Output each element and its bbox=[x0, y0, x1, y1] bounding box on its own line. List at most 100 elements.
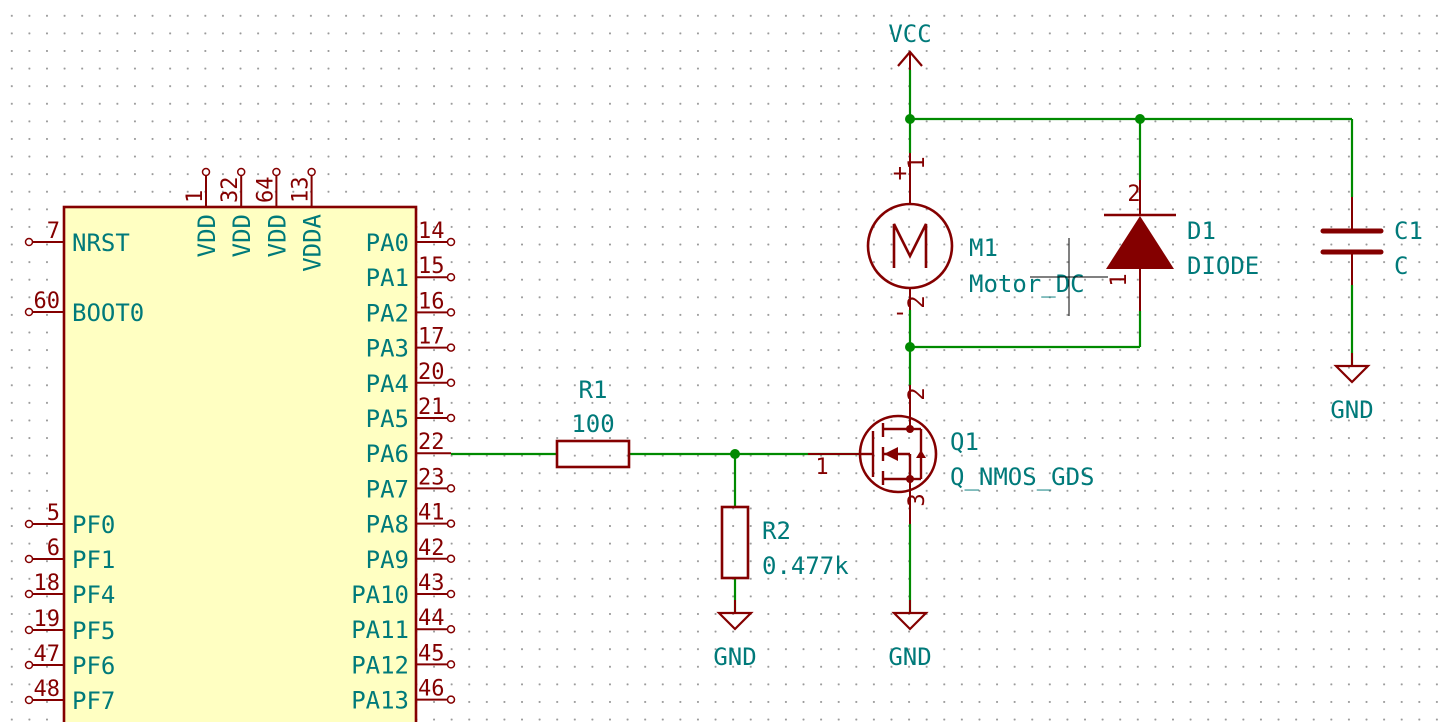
motor-m1[interactable]: + 1 - 2 M1 Motor_DC bbox=[866, 153, 1108, 326]
pin-number: 19 bbox=[34, 607, 61, 632]
pin-name: PF4 bbox=[72, 581, 115, 609]
junction-dot bbox=[905, 114, 915, 124]
pin-number: 43 bbox=[418, 571, 445, 596]
pin-name: VDD bbox=[193, 214, 221, 257]
pin-number: 17 bbox=[418, 325, 445, 350]
pin-name: PA9 bbox=[366, 546, 409, 574]
m1-pin-plus-number: 1 bbox=[905, 156, 930, 169]
mcu-symbol[interactable] bbox=[62, 205, 418, 722]
r1-value: 100 bbox=[571, 410, 614, 438]
pin-name: PA7 bbox=[366, 475, 409, 503]
gnd-triangle-icon bbox=[891, 611, 929, 631]
pin-number: 18 bbox=[34, 571, 61, 596]
pin-name: NRST bbox=[72, 229, 130, 257]
mcu-body bbox=[62, 205, 418, 722]
power-gnd-q1[interactable]: GND bbox=[888, 600, 932, 671]
resistor-r2[interactable]: R2 0.477k bbox=[720, 505, 849, 580]
pin-end-marker bbox=[24, 237, 34, 247]
mcu-left-pin-pf1[interactable]: 6 PF1 bbox=[24, 536, 116, 574]
pin-name: PF1 bbox=[72, 546, 115, 574]
m1-outline bbox=[866, 202, 954, 290]
d1-value: DIODE bbox=[1187, 252, 1259, 280]
r2-reference: R2 bbox=[762, 517, 791, 545]
pin-number: 1 bbox=[183, 190, 208, 203]
m1-minus-sign: - bbox=[893, 298, 907, 326]
d1-pin-anode-number: 1 bbox=[1107, 273, 1132, 286]
pin-end-marker bbox=[272, 167, 281, 177]
r2-value: 0.477k bbox=[762, 552, 849, 580]
gnd-label: GND bbox=[713, 643, 756, 671]
pin-number: 60 bbox=[34, 289, 61, 314]
mcu-left-pin-pf4[interactable]: 18 PF4 bbox=[24, 571, 116, 609]
junctions bbox=[730, 114, 1145, 459]
pin-end-marker bbox=[24, 625, 34, 635]
pin-end-marker bbox=[446, 484, 456, 493]
m1-reference: M1 bbox=[969, 234, 998, 262]
pin-end-marker bbox=[446, 589, 456, 599]
pin-number: 64 bbox=[253, 177, 278, 204]
pin-name: PA12 bbox=[351, 651, 409, 679]
pin-name: VDD bbox=[228, 214, 256, 257]
pin-name: BOOT0 bbox=[72, 299, 144, 327]
pin-number: 13 bbox=[289, 177, 314, 204]
junction-dot bbox=[1135, 114, 1145, 124]
pin-number: 21 bbox=[418, 395, 445, 420]
pin-number: 6 bbox=[47, 536, 60, 561]
pin-number: 20 bbox=[418, 360, 445, 385]
d1-reference: D1 bbox=[1187, 217, 1216, 245]
pin-name: VDDA bbox=[299, 213, 327, 271]
pin-end-marker bbox=[24, 660, 34, 670]
power-vcc[interactable]: VCC bbox=[888, 20, 932, 70]
mcu-left-pin-boot0[interactable]: 60 BOOT0 bbox=[24, 289, 145, 327]
d1-pin-cathode-number: 2 bbox=[1127, 182, 1140, 207]
q1-pin-gate-number: 1 bbox=[815, 455, 828, 480]
pin-end-marker bbox=[446, 624, 456, 634]
pin-name: VDD bbox=[263, 214, 291, 257]
m1-pin-minus-number: 2 bbox=[905, 295, 930, 308]
gnd-label: GND bbox=[1330, 396, 1373, 424]
pin-end-marker bbox=[446, 343, 456, 352]
pin-end-marker bbox=[446, 237, 456, 247]
pin-end-marker bbox=[446, 378, 456, 388]
c1-reference: C1 bbox=[1394, 217, 1423, 245]
pin-number: 5 bbox=[47, 501, 60, 526]
power-gnd-r2[interactable]: GND bbox=[713, 600, 757, 671]
pin-end-marker bbox=[24, 307, 34, 317]
resistor-r1[interactable]: R1 100 bbox=[555, 376, 631, 469]
mosfet-q1[interactable]: 1 2 3 Q1 Q_NMOS_GDS bbox=[808, 385, 1095, 524]
pin-name: PA1 bbox=[366, 264, 409, 292]
pin-name: PA11 bbox=[351, 616, 409, 644]
q1-diode-symbol bbox=[916, 450, 926, 458]
capacitor-c1[interactable]: C1 C bbox=[1320, 197, 1423, 285]
power-gnd-c1[interactable]: GND bbox=[1330, 353, 1374, 424]
pin-name: PA5 bbox=[366, 405, 409, 433]
pin-name: PA13 bbox=[351, 687, 409, 715]
mcu-right-pin-pa5[interactable]: 21 PA5 bbox=[366, 395, 456, 433]
diode-d1[interactable]: 2 1 D1 DIODE bbox=[1104, 180, 1259, 311]
